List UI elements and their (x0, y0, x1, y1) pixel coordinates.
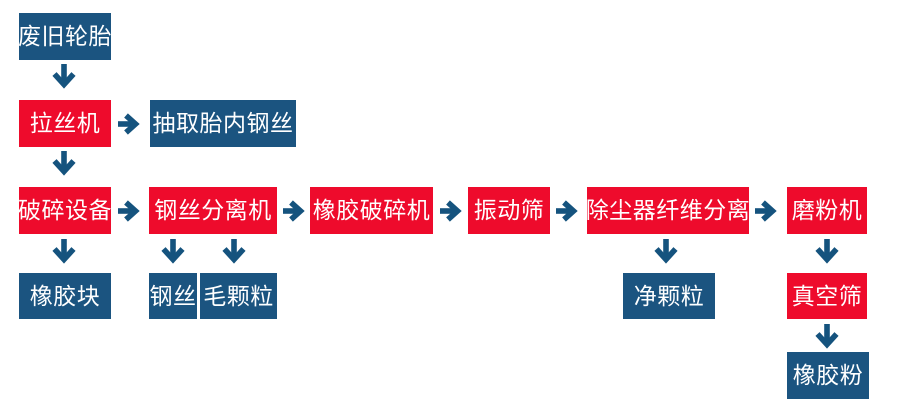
node-label-waste-tires: 废旧轮胎 (18, 23, 112, 49)
node-dust-fiber-separation: 除尘器纤维分离 (585, 187, 751, 234)
node-label-vibrating-screen: 振动筛 (473, 197, 545, 223)
node-crushing-equipment: 破碎设备 (18, 187, 112, 234)
node-rubber-block: 橡胶块 (19, 273, 111, 319)
node-label-coarse-granules: 毛颗粒 (203, 282, 274, 309)
node-waste-tires: 废旧轮胎 (18, 13, 112, 60)
node-label-rubber-powder: 橡胶粉 (792, 362, 864, 388)
arrow-down-wire-separator-to-steel-wire (160, 239, 186, 266)
arrow-right-crushing-equipment-to-wire-separator (118, 200, 142, 222)
node-rubber-powder: 橡胶粉 (787, 352, 869, 399)
node-vacuum-screen: 真空筛 (787, 273, 867, 319)
arrow-down-dust-fiber-separation-to-clean-granules (653, 239, 679, 266)
node-label-wire-separator: 钢丝分离机 (154, 197, 272, 223)
node-label-crushing-equipment: 破碎设备 (18, 197, 112, 223)
arrow-down-vacuum-screen-to-rubber-powder (814, 324, 840, 351)
node-vibrating-screen: 振动筛 (468, 187, 550, 234)
node-rubber-crusher: 橡胶破碎机 (310, 187, 433, 234)
node-extract-inner-steel-wire: 抽取胎内钢丝 (150, 100, 296, 147)
arrow-down-wire-drawing-machine-to-crushing-equipment (51, 151, 77, 178)
node-label-mill: 磨粉机 (791, 197, 863, 223)
node-label-steel-wire: 钢丝 (149, 282, 197, 309)
node-label-dust-fiber-separation: 除尘器纤维分离 (585, 197, 751, 223)
arrow-down-wire-separator-to-coarse-granules (221, 239, 247, 266)
arrow-down-mill-to-vacuum-screen (814, 239, 840, 266)
arrow-right-dust-fiber-separation-to-mill (755, 200, 779, 222)
arrow-right-wire-drawing-machine-to-extract-inner-steel-wire (118, 113, 142, 135)
node-label-extract-inner-steel-wire: 抽取胎内钢丝 (152, 110, 294, 136)
arrow-right-rubber-crusher-to-vibrating-screen (440, 200, 464, 222)
arrow-right-vibrating-screen-to-dust-fiber-separation (556, 200, 580, 222)
node-label-wire-drawing-machine: 拉丝机 (29, 110, 101, 136)
node-label-rubber-crusher: 橡胶破碎机 (312, 197, 431, 223)
node-wire-separator: 钢丝分离机 (149, 187, 277, 234)
node-label-rubber-block: 橡胶块 (29, 282, 101, 309)
node-coarse-granules: 毛颗粒 (200, 273, 277, 319)
node-steel-wire: 钢丝 (149, 273, 197, 319)
node-label-clean-granules: 净颗粒 (633, 282, 705, 309)
node-mill: 磨粉机 (787, 187, 867, 234)
arrow-down-crushing-equipment-to-rubber-block (51, 239, 77, 266)
node-clean-granules: 净颗粒 (623, 273, 715, 319)
node-label-vacuum-screen: 真空筛 (791, 282, 863, 309)
arrow-down-waste-tires-to-wire-drawing-machine (51, 64, 77, 91)
node-wire-drawing-machine: 拉丝机 (19, 100, 111, 147)
arrow-right-wire-separator-to-rubber-crusher (283, 200, 307, 222)
